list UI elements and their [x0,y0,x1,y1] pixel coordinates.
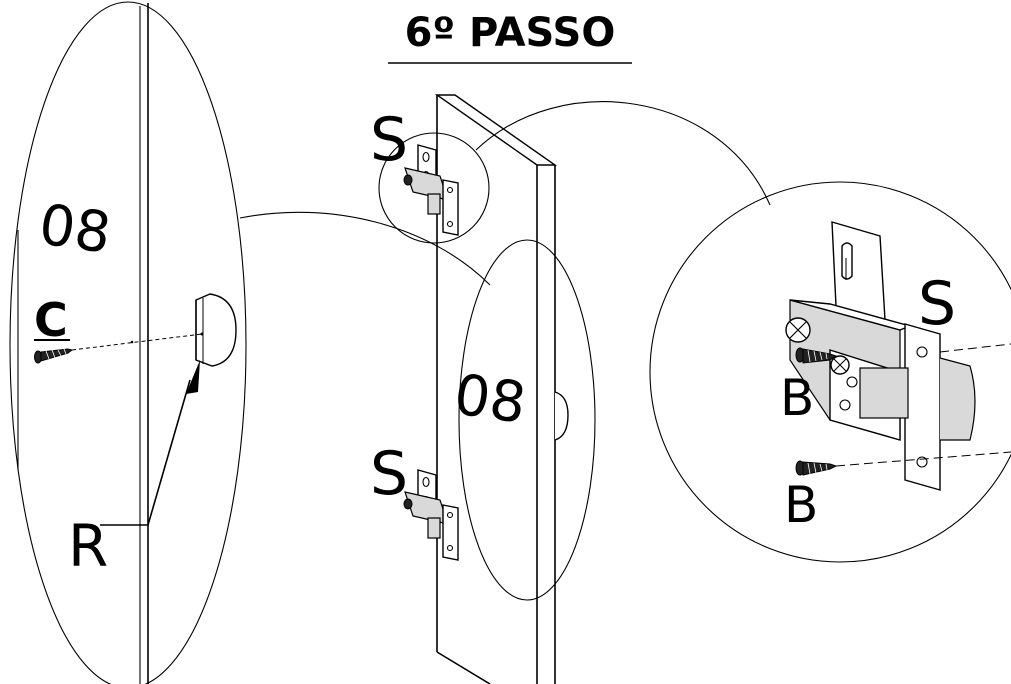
screw-c-icon [34,348,74,364]
screw-b-lower-icon [795,460,838,476]
left-detail-ellipse: 08 C R [9,1,247,684]
center-detail-ellipse: 08 [450,239,596,601]
screw-axis-dashed [71,333,203,351]
hinge-axis-dashed [939,343,1011,353]
hinge-bottom-label: S [370,439,408,509]
screw-b-lower-axis [835,451,1011,467]
handle-r-label: R [68,512,108,580]
handle-body [195,293,237,367]
door-top-face [434,94,558,166]
screw-b-upper-icon [795,347,838,364]
handle-small [554,391,569,441]
screw-b-lower-label: B [784,476,818,534]
part-number-center: 08 [450,362,530,436]
left-ellipse-outline [9,1,247,684]
center-ellipse-outline [458,239,596,601]
leader-r [100,379,191,526]
screw-c-label: C [34,293,68,347]
hinge-top-icon [403,144,459,236]
hinge-top-circle [378,132,490,244]
hinge-top-label: S [370,105,408,175]
leader-r-arrowhead [186,360,200,394]
step-title: 6º PASSO [388,10,632,64]
hinge-bottom-icon [403,469,459,561]
hinge-detail-icon [785,221,976,491]
hinge-detail-label: S [918,269,956,339]
screw-b-upper-label: B [780,369,814,427]
step-title-text: 6º PASSO [405,10,616,56]
connector-arc-left [239,211,491,286]
right-detail-circle: S B B [649,181,1011,563]
part-number-left: 08 [35,192,115,266]
hinge-top-detail [378,132,490,244]
right-circle-outline [649,181,1011,563]
handle-r [195,293,237,367]
connector-arc-right [475,101,771,206]
